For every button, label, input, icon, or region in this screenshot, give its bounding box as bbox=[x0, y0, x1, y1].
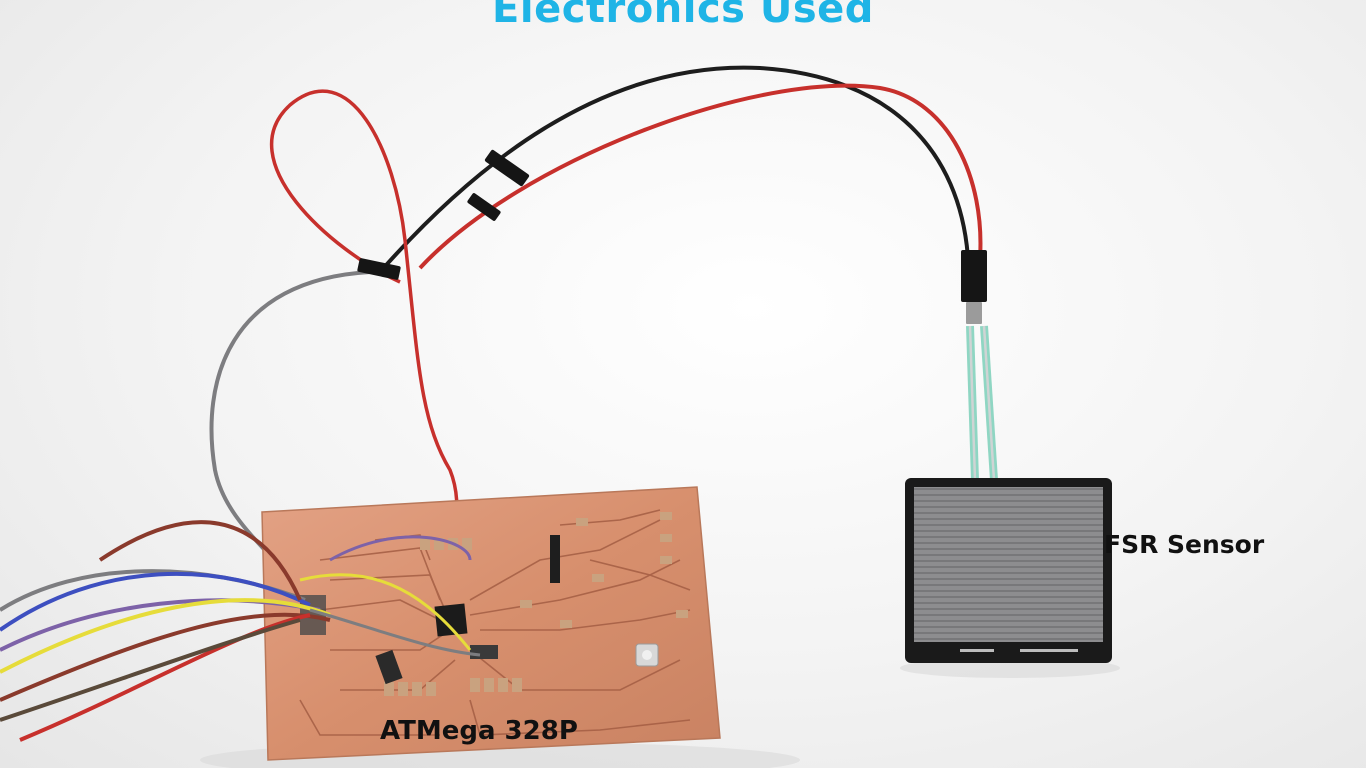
fsr-leads bbox=[966, 325, 998, 481]
header-wires bbox=[0, 520, 481, 742]
red-loop-wire bbox=[269, 89, 459, 531]
fsr-sensor bbox=[905, 478, 1112, 663]
board-label: ATMega 328P bbox=[380, 716, 578, 746]
sensor-label: FSR Sensor bbox=[1104, 530, 1265, 559]
connector-housings bbox=[357, 149, 987, 324]
atmega-pcb bbox=[261, 486, 721, 761]
page-title: Electronics Used bbox=[492, 0, 874, 32]
black-wire-to-sensor bbox=[378, 65, 970, 274]
atmega-chip bbox=[434, 603, 468, 637]
red-wire-to-sensor bbox=[418, 83, 983, 270]
